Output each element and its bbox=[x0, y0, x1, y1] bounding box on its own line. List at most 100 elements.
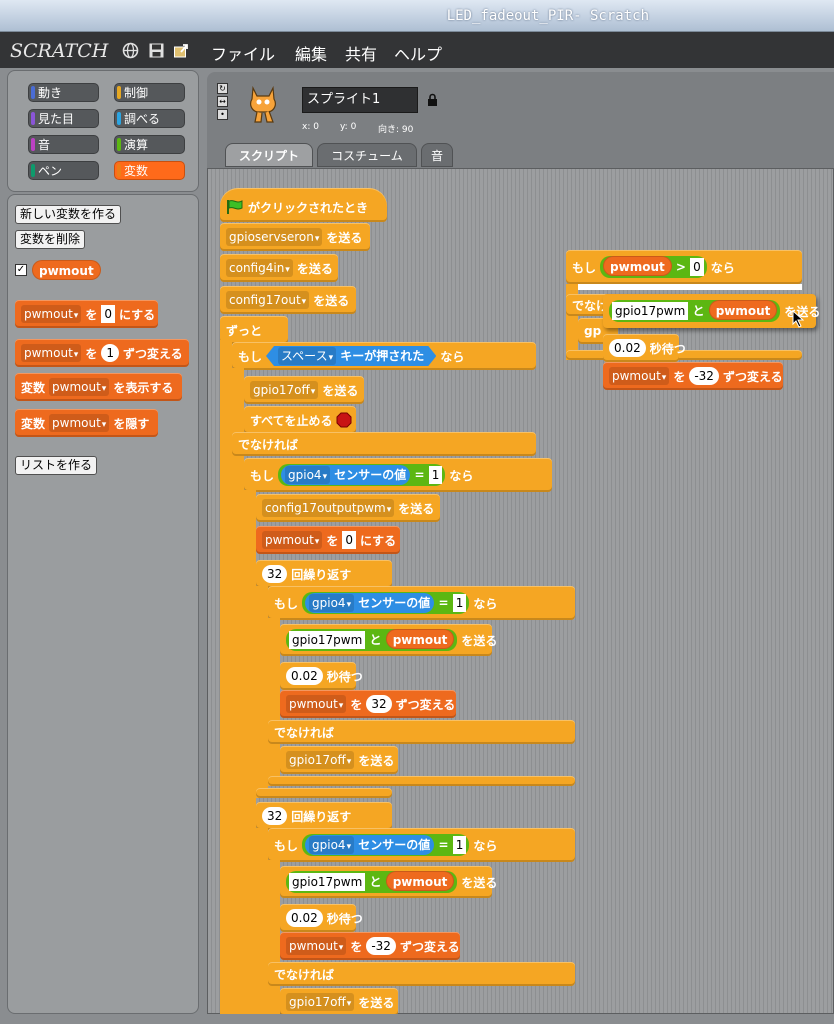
set-pwmout-block[interactable]: pwmoutを0にする bbox=[256, 526, 400, 554]
repeat-end-cap bbox=[256, 788, 392, 798]
menu-edit[interactable]: 編集 bbox=[295, 45, 328, 64]
if-else-sensor-block[interactable]: もし gpio4 センサーの値 = 1 なら bbox=[244, 458, 552, 492]
forever-arm bbox=[220, 340, 232, 1014]
if-arm bbox=[232, 368, 244, 1014]
menu-file[interactable]: ファイル bbox=[211, 45, 276, 64]
broadcast-gpio17off-block[interactable]: gpio17offを送る bbox=[280, 988, 398, 1016]
delete-variable-button[interactable]: 変数を削除 bbox=[15, 230, 86, 249]
cat-sensing[interactable]: 調べる bbox=[114, 109, 185, 128]
if-arm-3 bbox=[268, 860, 280, 1014]
sprite-thumbnail-cat-icon bbox=[250, 85, 276, 123]
broadcast-gpioservseron-block[interactable]: gpioservseronを送る bbox=[220, 223, 370, 251]
equals-operator[interactable]: gpio4 センサーの値 = 1 bbox=[302, 834, 470, 856]
cat-color-bar bbox=[31, 164, 35, 177]
if-else-sensor-block-3[interactable]: もし gpio4 センサーの値 = 1 なら bbox=[268, 828, 575, 862]
tab-sounds[interactable]: 音 bbox=[421, 143, 453, 167]
cat-operators[interactable]: 演算 bbox=[114, 135, 185, 154]
cat-motion[interactable]: 動き bbox=[28, 83, 99, 102]
rotate-icon[interactable]: ↻ bbox=[217, 83, 228, 94]
broadcast-join-block[interactable]: gpio17pwm と pwmout を送る bbox=[280, 866, 497, 898]
window-title: LED_fadeout_PIR- Scratch bbox=[446, 8, 649, 24]
hat-green-flag-block[interactable]: がクリックされたとき bbox=[220, 188, 387, 222]
mouse-cursor-icon bbox=[792, 310, 804, 328]
forever-block[interactable]: ずっと bbox=[220, 316, 288, 344]
cat-color-bar bbox=[31, 86, 35, 99]
if-end-cap bbox=[268, 776, 575, 786]
block-palette: 新しい変数を作る 変数を削除 ✓ pwmout pwmoutを0にする pwmo… bbox=[7, 194, 199, 1014]
category-panel: 動き 制御 見た目 調べる 音 演算 ペン 変数 bbox=[7, 70, 199, 192]
equals-operator[interactable]: gpio4 センサーの値 = 1 bbox=[278, 464, 446, 486]
new-variable-button[interactable]: 新しい変数を作る bbox=[15, 205, 122, 224]
cat-color-bar bbox=[117, 164, 121, 177]
tab-costumes[interactable]: コスチューム bbox=[317, 143, 417, 167]
window-bottom-edge bbox=[0, 1014, 834, 1024]
broadcast-config4in-block[interactable]: config4inを送る bbox=[220, 254, 338, 282]
stop-all-block[interactable]: すべてを止める bbox=[244, 406, 356, 434]
if-else-sensor-block-2[interactable]: もし gpio4 センサーの値 = 1 なら bbox=[268, 586, 575, 620]
cat-control[interactable]: 制御 bbox=[114, 83, 185, 102]
var-checkbox[interactable]: ✓ bbox=[15, 264, 27, 276]
sprite-y: y: 0 bbox=[340, 122, 357, 132]
join-operator[interactable]: gpio17pwm と pwmout bbox=[286, 871, 458, 893]
if-else-key-block[interactable]: もし スペース キーが押された なら bbox=[232, 342, 536, 370]
if-arm-2 bbox=[268, 618, 280, 786]
join-operator[interactable]: gpio17pwm と pwmout bbox=[286, 629, 458, 651]
save-icon[interactable] bbox=[148, 42, 165, 59]
hide-var-block[interactable]: 変数pwmoutを隠す bbox=[15, 409, 158, 437]
cat-sound[interactable]: 音 bbox=[28, 135, 99, 154]
broadcast-gpio17off-block[interactable]: gpio17offを送る bbox=[280, 746, 398, 774]
broadcast-gpio17off-block[interactable]: gpio17offを送る bbox=[244, 376, 364, 404]
share-icon[interactable] bbox=[173, 42, 190, 59]
join-operator[interactable]: gpio17pwm と pwmout bbox=[609, 300, 781, 322]
greater-operator[interactable]: pwmout > 0 bbox=[600, 256, 707, 278]
cat-color-bar bbox=[117, 112, 121, 125]
cat-looks[interactable]: 見た目 bbox=[28, 109, 99, 128]
make-list-button[interactable]: リストを作る bbox=[15, 456, 98, 475]
dragging-join-block[interactable]: gpio17pwm と pwmout を送る bbox=[603, 294, 820, 328]
broadcast-join-block[interactable]: gpio17pwm と pwmout を送る bbox=[280, 624, 497, 656]
sprite-name-field[interactable]: スプライト1 bbox=[302, 87, 418, 113]
change-pwmout-block[interactable]: pwmoutを32ずつ変える bbox=[280, 690, 456, 718]
change-var-block[interactable]: pwmoutを1ずつ変える bbox=[15, 339, 189, 367]
set-var-block[interactable]: pwmoutを0にする bbox=[15, 300, 158, 328]
menu-share[interactable]: 共有 bbox=[345, 45, 378, 64]
broadcast-config17outputpwm-block[interactable]: config17outputpwmを送る bbox=[256, 494, 440, 522]
rotation-style-buttons[interactable]: ↻ ↔ • bbox=[217, 83, 229, 123]
sprite-direction: 向き: 90 bbox=[378, 125, 414, 135]
menu-help[interactable]: ヘルプ bbox=[394, 45, 443, 64]
repeat-arm-2 bbox=[256, 828, 268, 1014]
cat-variables[interactable]: 変数 bbox=[114, 161, 185, 180]
broadcast-config17out-block[interactable]: config17outを送る bbox=[220, 286, 356, 314]
equals-operator[interactable]: gpio4 センサーの値 = 1 bbox=[302, 592, 470, 614]
else-label: でなければ bbox=[232, 432, 536, 456]
lock-icon[interactable] bbox=[427, 93, 438, 107]
if-arm-inner bbox=[244, 490, 256, 1014]
var-reporter-pwmout[interactable]: pwmout bbox=[32, 260, 101, 280]
globe-icon[interactable] bbox=[122, 42, 139, 59]
cat-color-bar bbox=[31, 138, 35, 151]
menu-bar bbox=[0, 32, 834, 68]
scratch-logo: SCRATCH bbox=[10, 40, 109, 62]
floating-if-block[interactable]: もし pwmout > 0 なら bbox=[566, 250, 802, 284]
key-pressed-reporter[interactable]: スペース キーが押された bbox=[266, 346, 436, 366]
no-rotate-icon[interactable]: • bbox=[217, 109, 228, 120]
cat-color-bar bbox=[117, 138, 121, 151]
else-label: でなければ bbox=[268, 720, 575, 744]
sprite-x: x: 0 bbox=[302, 122, 319, 132]
cat-pen[interactable]: ペン bbox=[28, 161, 99, 180]
flip-icon[interactable]: ↔ bbox=[217, 96, 228, 107]
green-flag-icon bbox=[227, 200, 243, 214]
repeat-arm-1 bbox=[256, 586, 268, 798]
cat-color-bar bbox=[117, 86, 121, 99]
stop-sign-icon bbox=[336, 412, 352, 428]
tab-scripts[interactable]: スクリプト bbox=[225, 143, 313, 167]
show-var-block[interactable]: 変数pwmoutを表示する bbox=[15, 373, 182, 401]
